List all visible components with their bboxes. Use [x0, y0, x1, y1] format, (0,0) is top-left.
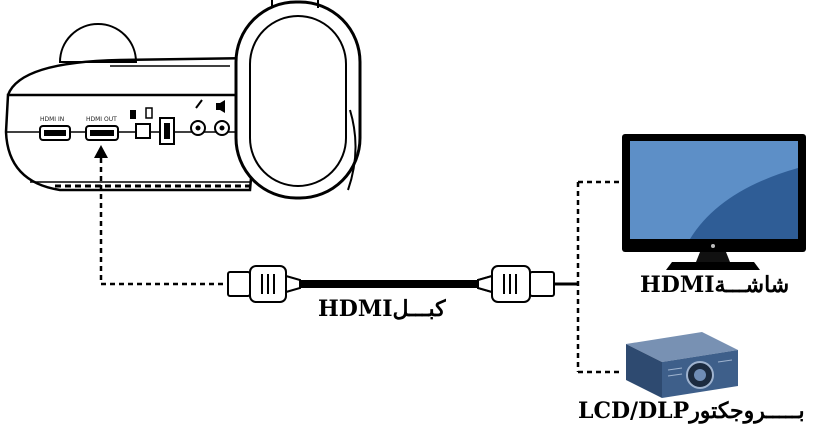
monitor	[622, 134, 806, 270]
projector	[626, 332, 738, 398]
mic-icon	[190, 99, 206, 136]
monitor-stand	[666, 262, 760, 270]
projector-label: بـــــروجكتورLCD/DLP	[578, 398, 805, 424]
hdmi-in-label: HDMI IN	[40, 116, 64, 123]
hdmi-out-port: HDMI OUT	[85, 116, 119, 141]
document-camera: HDMI IN HDMI OUT	[4, 0, 362, 200]
arrow-up-icon	[94, 145, 108, 158]
signal-path-right	[576, 180, 622, 374]
hdmi-cable	[227, 265, 578, 303]
hdmi-plug-right	[477, 265, 555, 303]
speaker-icon	[214, 100, 230, 136]
hdmi-out-label: HDMI OUT	[86, 116, 117, 123]
cable-label: كبـــلHDMI	[318, 296, 446, 322]
signal-path-left	[94, 145, 228, 286]
monitor-label: شاشـــةHDMI	[640, 272, 790, 298]
hdmi-plug-left	[227, 265, 301, 303]
switch-icon	[130, 107, 153, 139]
hdmi-in-port: HDMI IN	[39, 116, 71, 141]
